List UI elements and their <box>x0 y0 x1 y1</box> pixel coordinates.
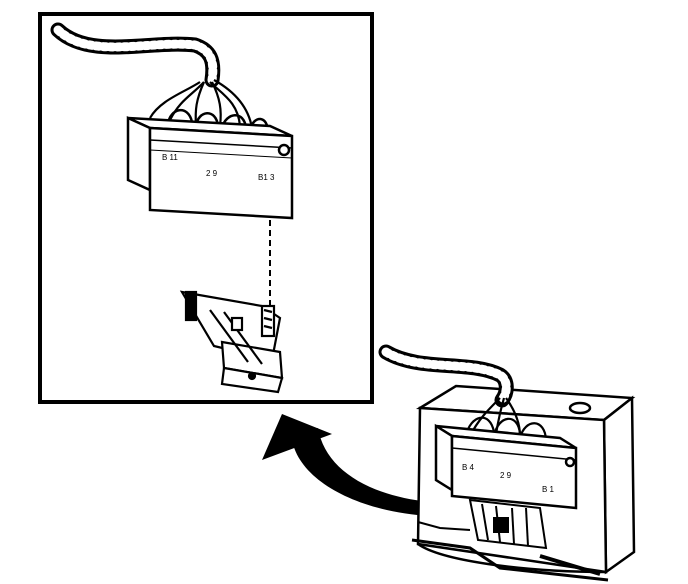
wiring-harness-icon <box>378 344 514 408</box>
detail-pin-label-left: B 11 <box>162 153 178 162</box>
connector-icon <box>126 116 294 220</box>
detail-pin-label-right: B1 3 <box>258 173 275 182</box>
wire-bundle <box>149 79 254 129</box>
detail-inset: B 11 2 9 B1 3 <box>38 12 374 404</box>
main-pin-label-mid: 2 9 <box>500 471 512 480</box>
main-assembly: B 4 2 9 B 1 <box>378 344 636 582</box>
mounting-bracket-icon <box>179 290 284 394</box>
detail-pin-label-mid: 2 9 <box>206 169 218 178</box>
curved-arrow-icon <box>262 414 430 516</box>
wiring-harness-icon <box>50 22 221 88</box>
connector-icon <box>434 423 578 510</box>
main-pin-label-left: B 4 <box>462 463 475 472</box>
mounting-bracket-icon <box>417 498 548 550</box>
main-pin-label-right: B 1 <box>542 485 555 494</box>
